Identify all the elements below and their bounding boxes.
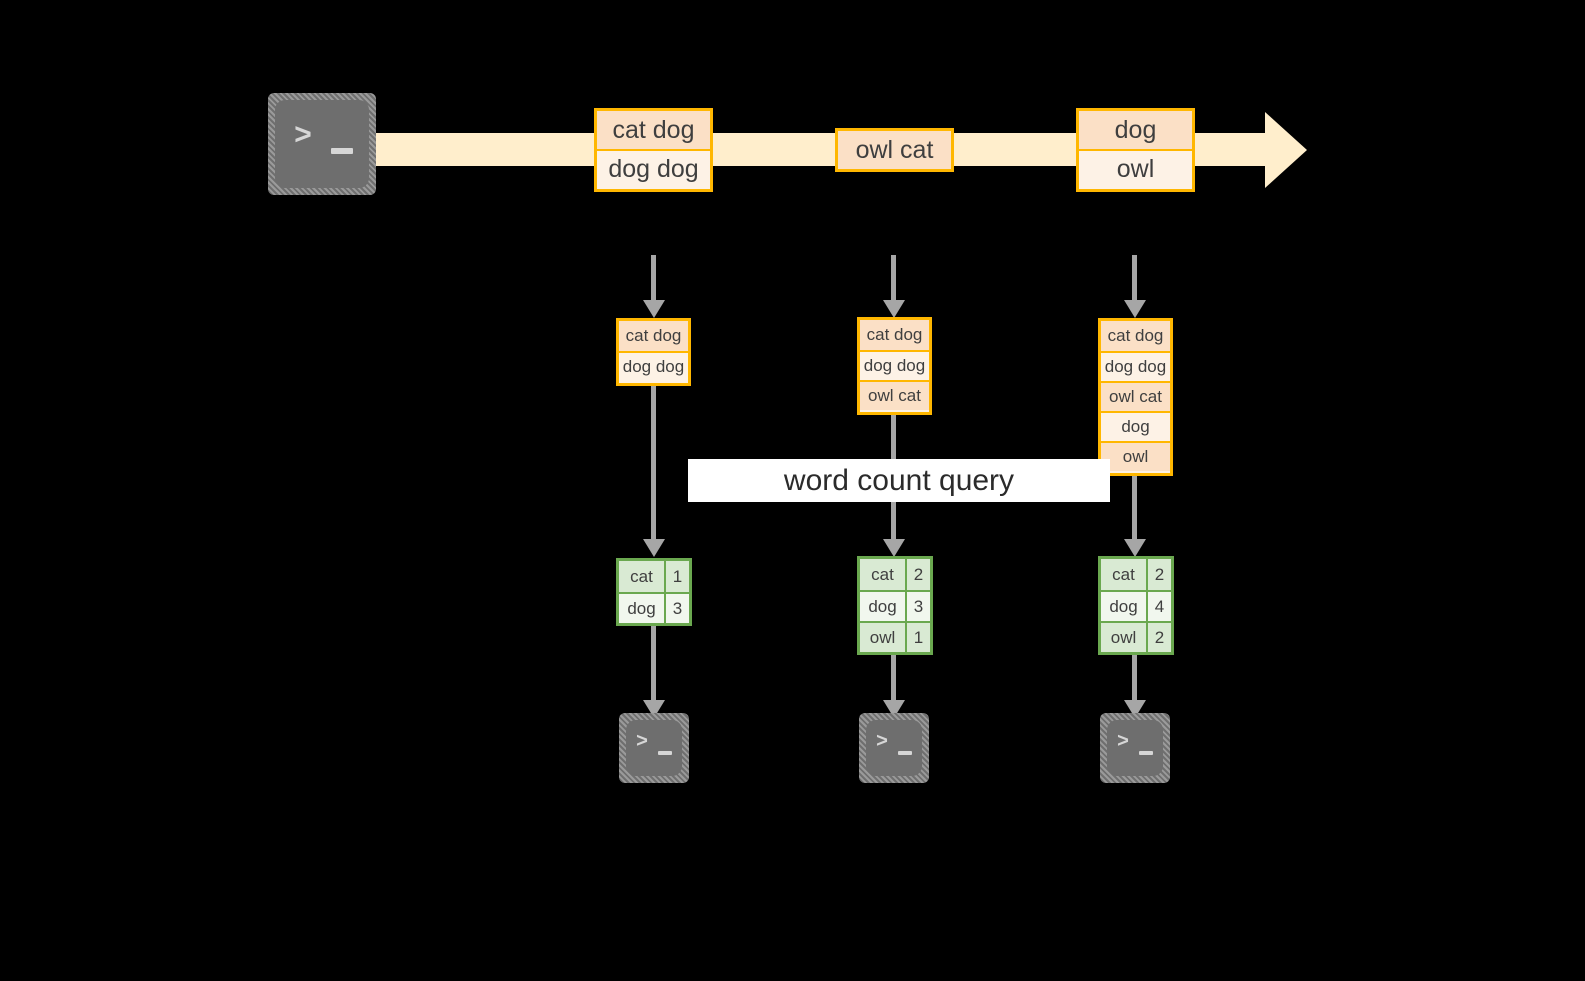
input-row: dog — [1101, 411, 1170, 441]
result-word: cat — [619, 561, 664, 592]
terminal-cursor-underscore — [658, 751, 672, 755]
stream-event-line: owl cat — [838, 131, 951, 169]
stream-event-line: owl — [1079, 149, 1192, 187]
result-row: owl 1 — [860, 621, 930, 652]
input-row: cat dog — [860, 320, 929, 350]
input-row: dog dog — [1101, 351, 1170, 381]
result-row: cat 2 — [860, 559, 930, 590]
result-word: owl — [860, 623, 905, 652]
snapshot-1-stream-connector — [643, 255, 665, 318]
snapshot-2-stream-connector — [883, 255, 905, 318]
event-stream-arrowhead — [1265, 112, 1307, 188]
terminal-screen: > — [275, 100, 369, 188]
result-row: dog 3 — [860, 590, 930, 621]
result-row: cat 2 — [1101, 559, 1171, 590]
result-word: owl — [1101, 623, 1146, 652]
terminal-prompt-chevron: > — [636, 731, 649, 754]
snapshot-1-consumer-connector — [643, 626, 665, 718]
result-count: 2 — [1146, 623, 1171, 652]
result-count: 3 — [664, 594, 689, 623]
result-count: 4 — [1146, 592, 1171, 621]
stream-event-1[interactable]: cat dog dog dog — [594, 108, 713, 192]
input-row: owl cat — [1101, 381, 1170, 411]
snapshot-3-stream-connector — [1124, 255, 1146, 318]
result-word: dog — [1101, 592, 1146, 621]
terminal-cursor-underscore — [1139, 751, 1153, 755]
terminal-cursor-underscore — [331, 148, 353, 154]
input-row: dog dog — [619, 351, 688, 381]
input-row: dog dog — [860, 350, 929, 380]
result-word: dog — [860, 592, 905, 621]
result-count: 2 — [905, 559, 930, 590]
result-word: cat — [1101, 559, 1146, 590]
input-row: cat dog — [1101, 321, 1170, 351]
snapshot-3-consumer-terminal-icon[interactable]: > — [1100, 713, 1170, 783]
snapshot-2-result-table[interactable]: cat 2 dog 3 owl 1 — [857, 556, 933, 655]
stream-event-2[interactable]: owl cat — [835, 128, 954, 172]
word-count-query-label: word count query — [783, 463, 1015, 497]
input-row: owl — [1101, 441, 1170, 471]
result-count: 2 — [1146, 559, 1171, 590]
input-row: owl cat — [860, 380, 929, 410]
word-count-query-banner: word count query — [688, 459, 1110, 502]
input-row: cat dog — [619, 321, 688, 351]
result-row: dog 3 — [619, 592, 689, 623]
snapshot-2-input-table[interactable]: cat dog dog dog owl cat — [857, 317, 932, 415]
result-word: cat — [860, 559, 905, 590]
terminal-screen: > — [626, 720, 682, 776]
result-row: owl 2 — [1101, 621, 1171, 652]
producer-terminal-icon[interactable]: > — [268, 93, 376, 195]
snapshot-1-result-table[interactable]: cat 1 dog 3 — [616, 558, 692, 626]
snapshot-3-result-table[interactable]: cat 2 dog 4 owl 2 — [1098, 556, 1174, 655]
result-count: 1 — [664, 561, 689, 592]
terminal-screen: > — [1107, 720, 1163, 776]
snapshot-1-consumer-terminal-icon[interactable]: > — [619, 713, 689, 783]
result-count: 1 — [905, 623, 930, 652]
stream-event-line: dog dog — [597, 149, 710, 187]
terminal-prompt-chevron: > — [294, 120, 313, 154]
snapshot-2-consumer-connector — [883, 655, 905, 718]
terminal-cursor-underscore — [898, 751, 912, 755]
terminal-screen: > — [866, 720, 922, 776]
result-count: 3 — [905, 592, 930, 621]
result-row: cat 1 — [619, 561, 689, 592]
snapshot-1-query-connector — [643, 386, 665, 558]
snapshot-1-input-table[interactable]: cat dog dog dog — [616, 318, 691, 386]
stream-event-line: cat dog — [597, 111, 710, 149]
result-row: dog 4 — [1101, 590, 1171, 621]
snapshot-2-consumer-terminal-icon[interactable]: > — [859, 713, 929, 783]
snapshot-3-consumer-connector — [1124, 655, 1146, 718]
terminal-prompt-chevron: > — [876, 731, 889, 754]
result-word: dog — [619, 594, 664, 623]
snapshot-3-input-table[interactable]: cat dog dog dog owl cat dog owl — [1098, 318, 1173, 476]
snapshot-3-query-connector — [1124, 476, 1146, 558]
terminal-prompt-chevron: > — [1117, 731, 1130, 754]
stream-event-line: dog — [1079, 111, 1192, 149]
stream-event-3[interactable]: dog owl — [1076, 108, 1195, 192]
